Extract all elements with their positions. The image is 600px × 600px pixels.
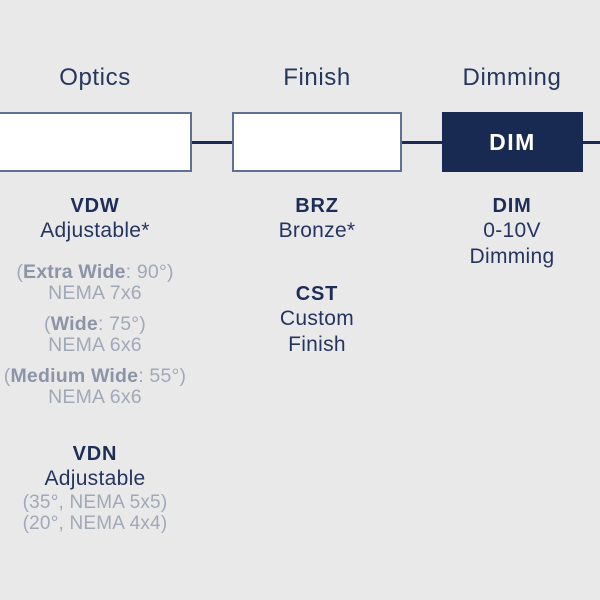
option-entry-vdw: VDW Adjustable* (Extra Wide: 90°) NEMA 7… — [0, 194, 190, 408]
nema-rating: NEMA 6x6 — [48, 386, 142, 408]
option-entry-cst: CST Custom Finish — [227, 282, 407, 358]
option-code: VDN — [72, 443, 118, 465]
option-entry-dim: DIM 0-10V Dimming — [422, 194, 600, 270]
option-code: BRZ — [295, 195, 339, 217]
option-name: Adjustable* — [40, 219, 150, 242]
option-entry-brz: BRZ Bronze* — [227, 194, 407, 244]
optics-code-box — [0, 112, 192, 172]
optics-options-list: VDW Adjustable* (Extra Wide: 90°) NEMA 7… — [0, 194, 190, 534]
nema-rating: NEMA 7x6 — [48, 282, 142, 304]
column-header-optics: Optics — [59, 64, 131, 91]
option-code: DIM — [492, 195, 532, 217]
beam-angle: (Wide: 75°) — [44, 313, 146, 335]
dimming-options-list: DIM 0-10V Dimming — [422, 194, 600, 270]
option-name: Bronze* — [278, 219, 356, 242]
column-header-finish: Finish — [283, 64, 351, 91]
beam-detail: (Medium Wide: 55°) NEMA 6x6 — [0, 366, 190, 408]
beam-angle: (Extra Wide: 90°) — [16, 261, 174, 283]
option-entry-vdn: VDN Adjustable (35°, NEMA 5x5) (20°, NEM… — [0, 442, 190, 534]
dimming-code-box: DIM — [442, 112, 583, 172]
beam-angle: (20°, NEMA 4x4) — [22, 513, 168, 534]
beam-detail: (Wide: 75°) NEMA 6x6 — [0, 314, 190, 356]
option-code: CST — [295, 283, 339, 305]
option-name: Custom Finish — [279, 307, 355, 356]
nema-rating: NEMA 6x6 — [48, 334, 142, 356]
option-code: VDW — [70, 195, 120, 217]
beam-angle: (35°, NEMA 5x5) — [22, 492, 168, 513]
option-name: 0-10V Dimming — [469, 219, 555, 268]
finish-code-box — [232, 112, 402, 172]
beam-detail: (Extra Wide: 90°) NEMA 7x6 — [0, 262, 190, 304]
finish-options-list: BRZ Bronze* CST Custom Finish — [227, 194, 407, 358]
column-header-dimming: Dimming — [462, 64, 562, 91]
option-name: Adjustable — [44, 467, 146, 490]
beam-angle: (Medium Wide: 55°) — [3, 365, 187, 387]
